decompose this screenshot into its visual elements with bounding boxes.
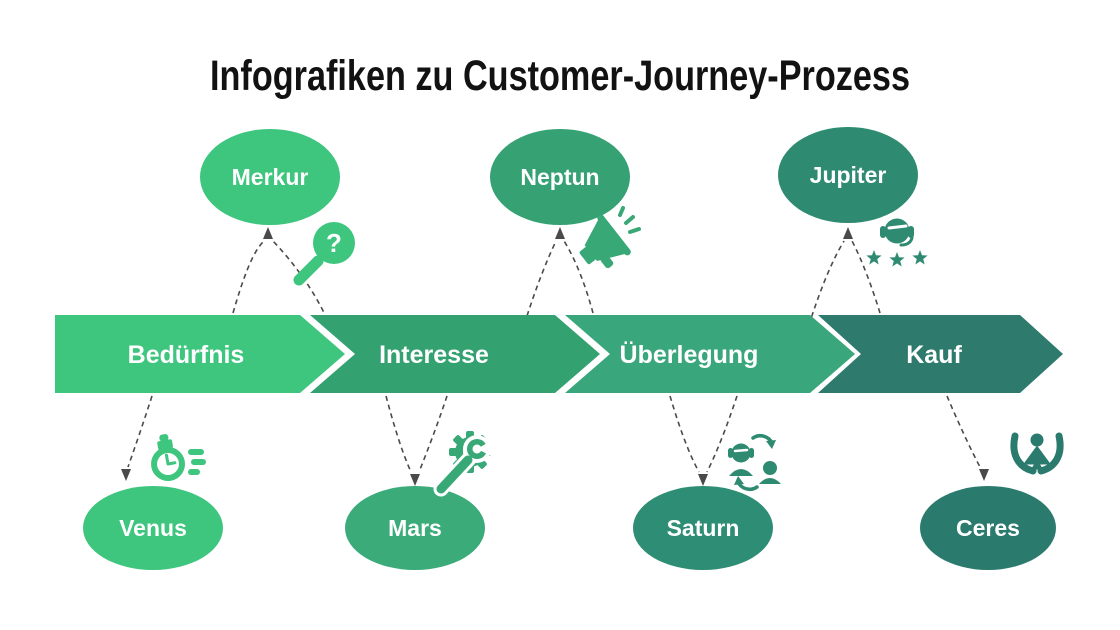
arrowhead-down: [410, 474, 420, 486]
process-arrow-band: Bedürfnis Interesse Überlegung Kauf: [55, 315, 1063, 393]
arrowhead-down: [698, 474, 708, 486]
node-label: Jupiter: [810, 162, 887, 188]
node-label: Ceres: [956, 515, 1020, 541]
arrowhead-up: [555, 227, 565, 239]
top-node-neptun: Neptun: [490, 129, 630, 225]
stage-arrow-interesse: [310, 315, 600, 393]
connector-ceres: [946, 395, 989, 481]
hands-holding-person-icon: [1010, 432, 1064, 475]
support-agent-rating-icon: [866, 218, 928, 267]
arrowhead-down: [121, 469, 131, 481]
ellipse-mars: [345, 486, 485, 570]
bottom-node-mars: Mars: [345, 486, 485, 570]
ellipse-neptun: [490, 129, 630, 225]
stage-label: Interesse: [379, 341, 489, 369]
magnifier-question-icon: ?: [293, 222, 355, 286]
connector-mars: [385, 395, 448, 486]
node-label: Neptun: [520, 164, 599, 190]
stage-arrow-kauf: [818, 315, 1063, 393]
arrowhead-up: [263, 227, 273, 239]
top-node-merkur: Merkur: [200, 129, 340, 225]
ellipse-merkur: [200, 129, 340, 225]
stage-label: Überlegung: [620, 340, 759, 369]
stopwatch-icon: [151, 434, 206, 481]
ellipse-venus: [83, 486, 223, 570]
page-title: Infografiken zu Customer-Journey-Prozess: [210, 52, 910, 100]
stage-label: Kauf: [906, 341, 962, 369]
megaphone-icon: [579, 206, 641, 269]
node-label: Merkur: [232, 164, 309, 190]
ellipse-jupiter: [778, 127, 918, 223]
arrowhead-down: [979, 469, 989, 481]
bottom-node-saturn: Saturn: [633, 486, 773, 570]
stage-label: Bedürfnis: [128, 341, 245, 369]
node-label: Venus: [119, 515, 187, 541]
node-label: Saturn: [667, 515, 740, 541]
stage-arrow-ueberlegung: [565, 315, 855, 393]
connector-neptun: [526, 227, 594, 317]
node-label: Mars: [388, 515, 442, 541]
stage-arrow-beduerfnis: [55, 315, 345, 393]
gear-wrench-icon: [433, 431, 500, 497]
customer-exchange-icon: [728, 434, 781, 491]
top-node-jupiter: Jupiter: [778, 127, 918, 223]
ellipse-saturn: [633, 486, 773, 570]
arrowhead-up: [843, 227, 853, 239]
ellipse-ceres: [920, 486, 1056, 570]
bottom-node-ceres: Ceres: [920, 486, 1056, 570]
connector-saturn: [669, 395, 738, 486]
bottom-node-venus: Venus: [83, 486, 223, 570]
question-glyph: ?: [326, 228, 342, 258]
connector-venus: [121, 395, 153, 481]
